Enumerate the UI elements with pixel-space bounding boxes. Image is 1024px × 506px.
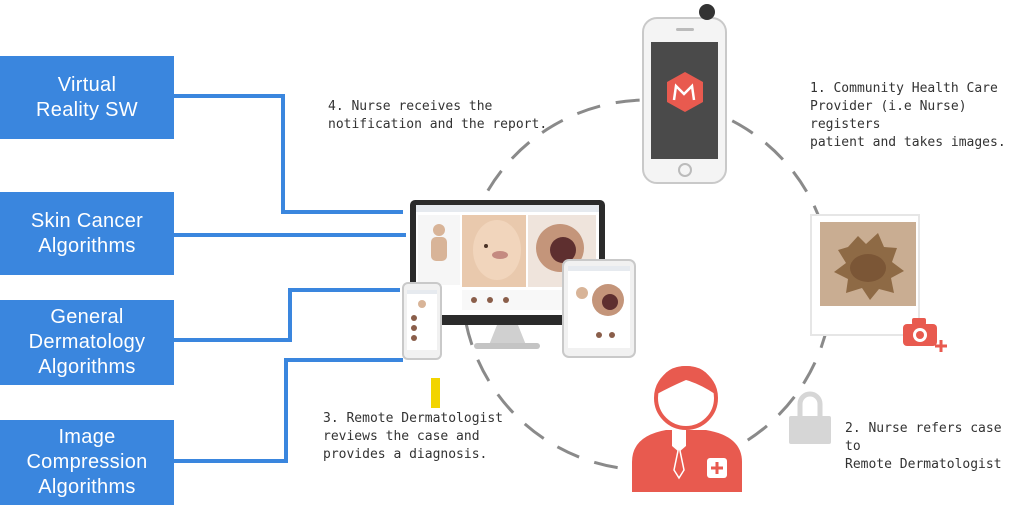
- monitor-dashboard: [410, 200, 605, 349]
- skin-lesion-photo: [810, 214, 920, 336]
- step-1-text: 1. Community Health Care Provider (i.e N…: [810, 81, 1006, 150]
- doctor-icon: [632, 366, 742, 492]
- skin-cancer-algorithms-box: Skin Cancer Algorithms: [0, 192, 174, 275]
- virtual-reality-box: Virtual Reality SW: [0, 56, 174, 139]
- smartphone-app-icon: [642, 4, 727, 184]
- algorithm-connector-lines: [174, 94, 406, 463]
- tablet-dashboard: [562, 259, 636, 358]
- connector-general-derm: [174, 288, 400, 342]
- lock-icon: [789, 391, 831, 444]
- connector-compression: [174, 358, 403, 463]
- connector-vr: [174, 94, 403, 214]
- general-dermatology-box: General Dermatology Algorithms: [0, 300, 174, 385]
- small-phone-dashboard: [402, 282, 442, 360]
- step-2-text: 2. Nurse refers case to Remote Dermatolo…: [845, 421, 1002, 472]
- image-compression-box: Image Compression Algorithms: [0, 420, 174, 505]
- step-3-text: 3. Remote Dermatologist reviews the case…: [323, 411, 504, 462]
- step-4-text: 4. Nurse receives the notification and t…: [328, 99, 548, 132]
- camera-add-icon: [903, 318, 947, 352]
- yellow-marker: [431, 378, 440, 408]
